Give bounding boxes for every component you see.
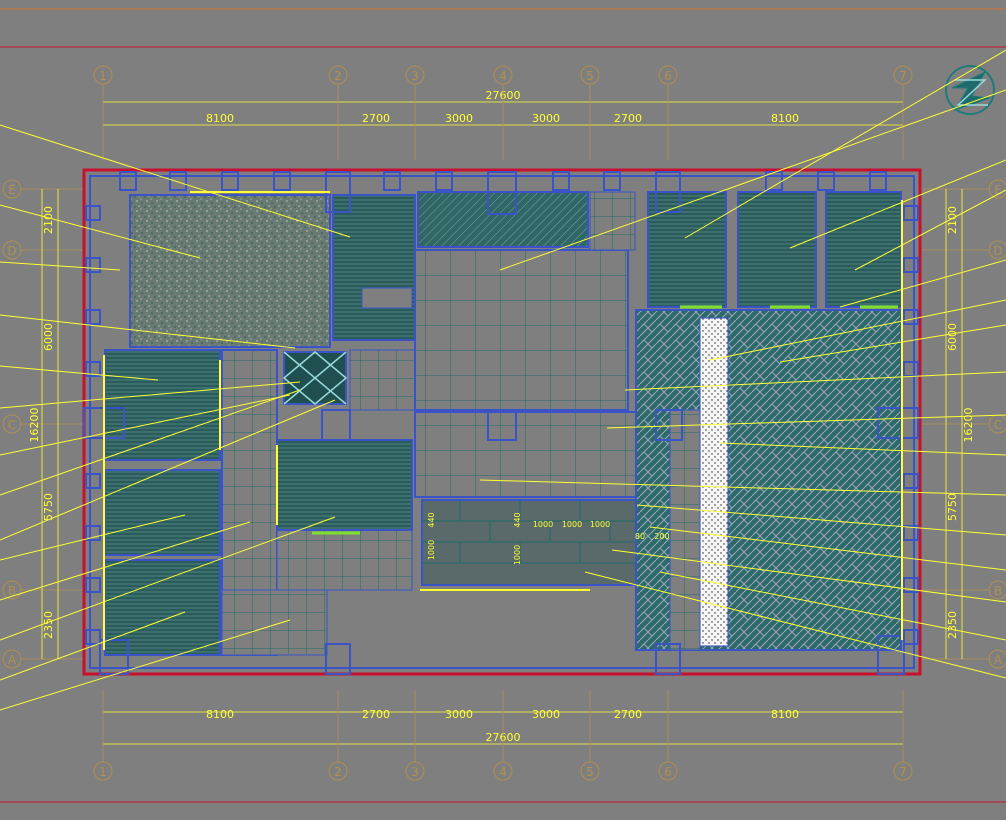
inner-label: 440	[427, 512, 436, 527]
axis-label: 7	[899, 69, 907, 83]
axis-bubbles-top	[93, 65, 913, 85]
axis-label: 2	[334, 765, 342, 779]
span-label: 2700	[362, 708, 390, 721]
room-wood-floor	[104, 349, 221, 461]
north-arrow-icon	[945, 65, 995, 115]
axis-label: C	[8, 418, 16, 432]
axis-label: A	[8, 653, 17, 667]
span-label: 8100	[771, 112, 799, 125]
axis-label: 5	[586, 69, 594, 83]
row-span-label: 5750	[946, 493, 959, 521]
inner-label: 1000	[513, 545, 522, 565]
span-label: 3000	[445, 112, 473, 125]
axis-label: 1	[99, 69, 107, 83]
room-wood-floor	[104, 469, 221, 556]
axis-label: E	[994, 183, 1002, 197]
axis-label: 4	[499, 69, 507, 83]
room-wood-floor	[737, 191, 817, 308]
room-wood-floor	[647, 191, 727, 308]
axis-label: D	[993, 244, 1002, 258]
span-label: 3000	[445, 708, 473, 721]
feature-strip	[699, 317, 729, 647]
room-wood-floor	[825, 191, 902, 308]
row-span-label: 2350	[946, 611, 959, 639]
inner-label: 80	[635, 532, 645, 541]
axis-label: D	[7, 244, 16, 258]
inner-label: 1000	[562, 520, 582, 529]
span-label: 8100	[206, 112, 234, 125]
inner-label: 200	[654, 532, 669, 541]
row-span-label: 2100	[42, 206, 55, 234]
axis-label: A	[994, 653, 1003, 667]
axis-label: 3	[411, 69, 419, 83]
axis-label: B	[994, 584, 1002, 598]
green-accents	[312, 305, 898, 535]
inner-label: 1000	[427, 540, 436, 560]
axis-grid-vertical	[102, 85, 904, 762]
span-label: 3000	[532, 708, 560, 721]
inner-dimension-labels: 1000 1000 1000 200 80 440 440 1000 1000	[427, 512, 670, 565]
row-span-label: 6000	[42, 323, 55, 351]
axis-bubbles-bottom	[93, 761, 913, 781]
lobby-tiles	[414, 411, 671, 498]
row-span-label: 2350	[42, 611, 55, 639]
leader-lines	[0, 49, 1006, 711]
axis-labels-bottom: 1 2 3 4 5 6 7	[99, 765, 907, 779]
span-label: 2700	[362, 112, 390, 125]
room-stone-floor	[129, 194, 331, 348]
inner-label: 1000	[590, 520, 610, 529]
room-diagonal-floor	[417, 191, 589, 248]
axis-label: 3	[411, 765, 419, 779]
axis-label: 4	[499, 765, 507, 779]
span-label: 8100	[771, 708, 799, 721]
span-label: 8100	[206, 708, 234, 721]
span-label: 2700	[614, 708, 642, 721]
room-wood-floor	[332, 194, 416, 341]
room-wood-floor	[276, 439, 413, 531]
axis-label: B	[8, 584, 16, 598]
axis-label: 1	[99, 765, 107, 779]
axis-label: 2	[334, 69, 342, 83]
span-label: 2700	[614, 112, 642, 125]
axis-label: 6	[664, 765, 672, 779]
axis-labels-top: 1 2 3 4 5 6 7	[99, 69, 907, 83]
row-span-label: 2100	[946, 206, 959, 234]
span-label: 3000	[532, 112, 560, 125]
axis-label: C	[994, 418, 1002, 432]
axis-label: 7	[899, 765, 907, 779]
depth-label-left: 16200	[28, 408, 41, 443]
accent-edges	[103, 191, 903, 650]
depth-label-right: 16200	[962, 408, 975, 443]
row-span-label: 6000	[946, 323, 959, 351]
axis-labels-side: E E D D C C B B A A	[7, 183, 1003, 667]
hall-tiles	[414, 249, 629, 411]
side-dimension-lines	[41, 189, 963, 659]
axis-label: 6	[664, 69, 672, 83]
axis-label: E	[8, 183, 16, 197]
axis-label: 5	[586, 765, 594, 779]
span-labels-bottom: 8100 2700 3000 3000 2700 8100	[206, 708, 799, 721]
span-labels-top: 8100 2700 3000 3000 2700 8100	[206, 112, 799, 125]
inner-label: 440	[513, 512, 522, 527]
inner-label: 1000	[533, 520, 553, 529]
row-span-label: 5750	[42, 493, 55, 521]
rooms	[104, 191, 902, 656]
